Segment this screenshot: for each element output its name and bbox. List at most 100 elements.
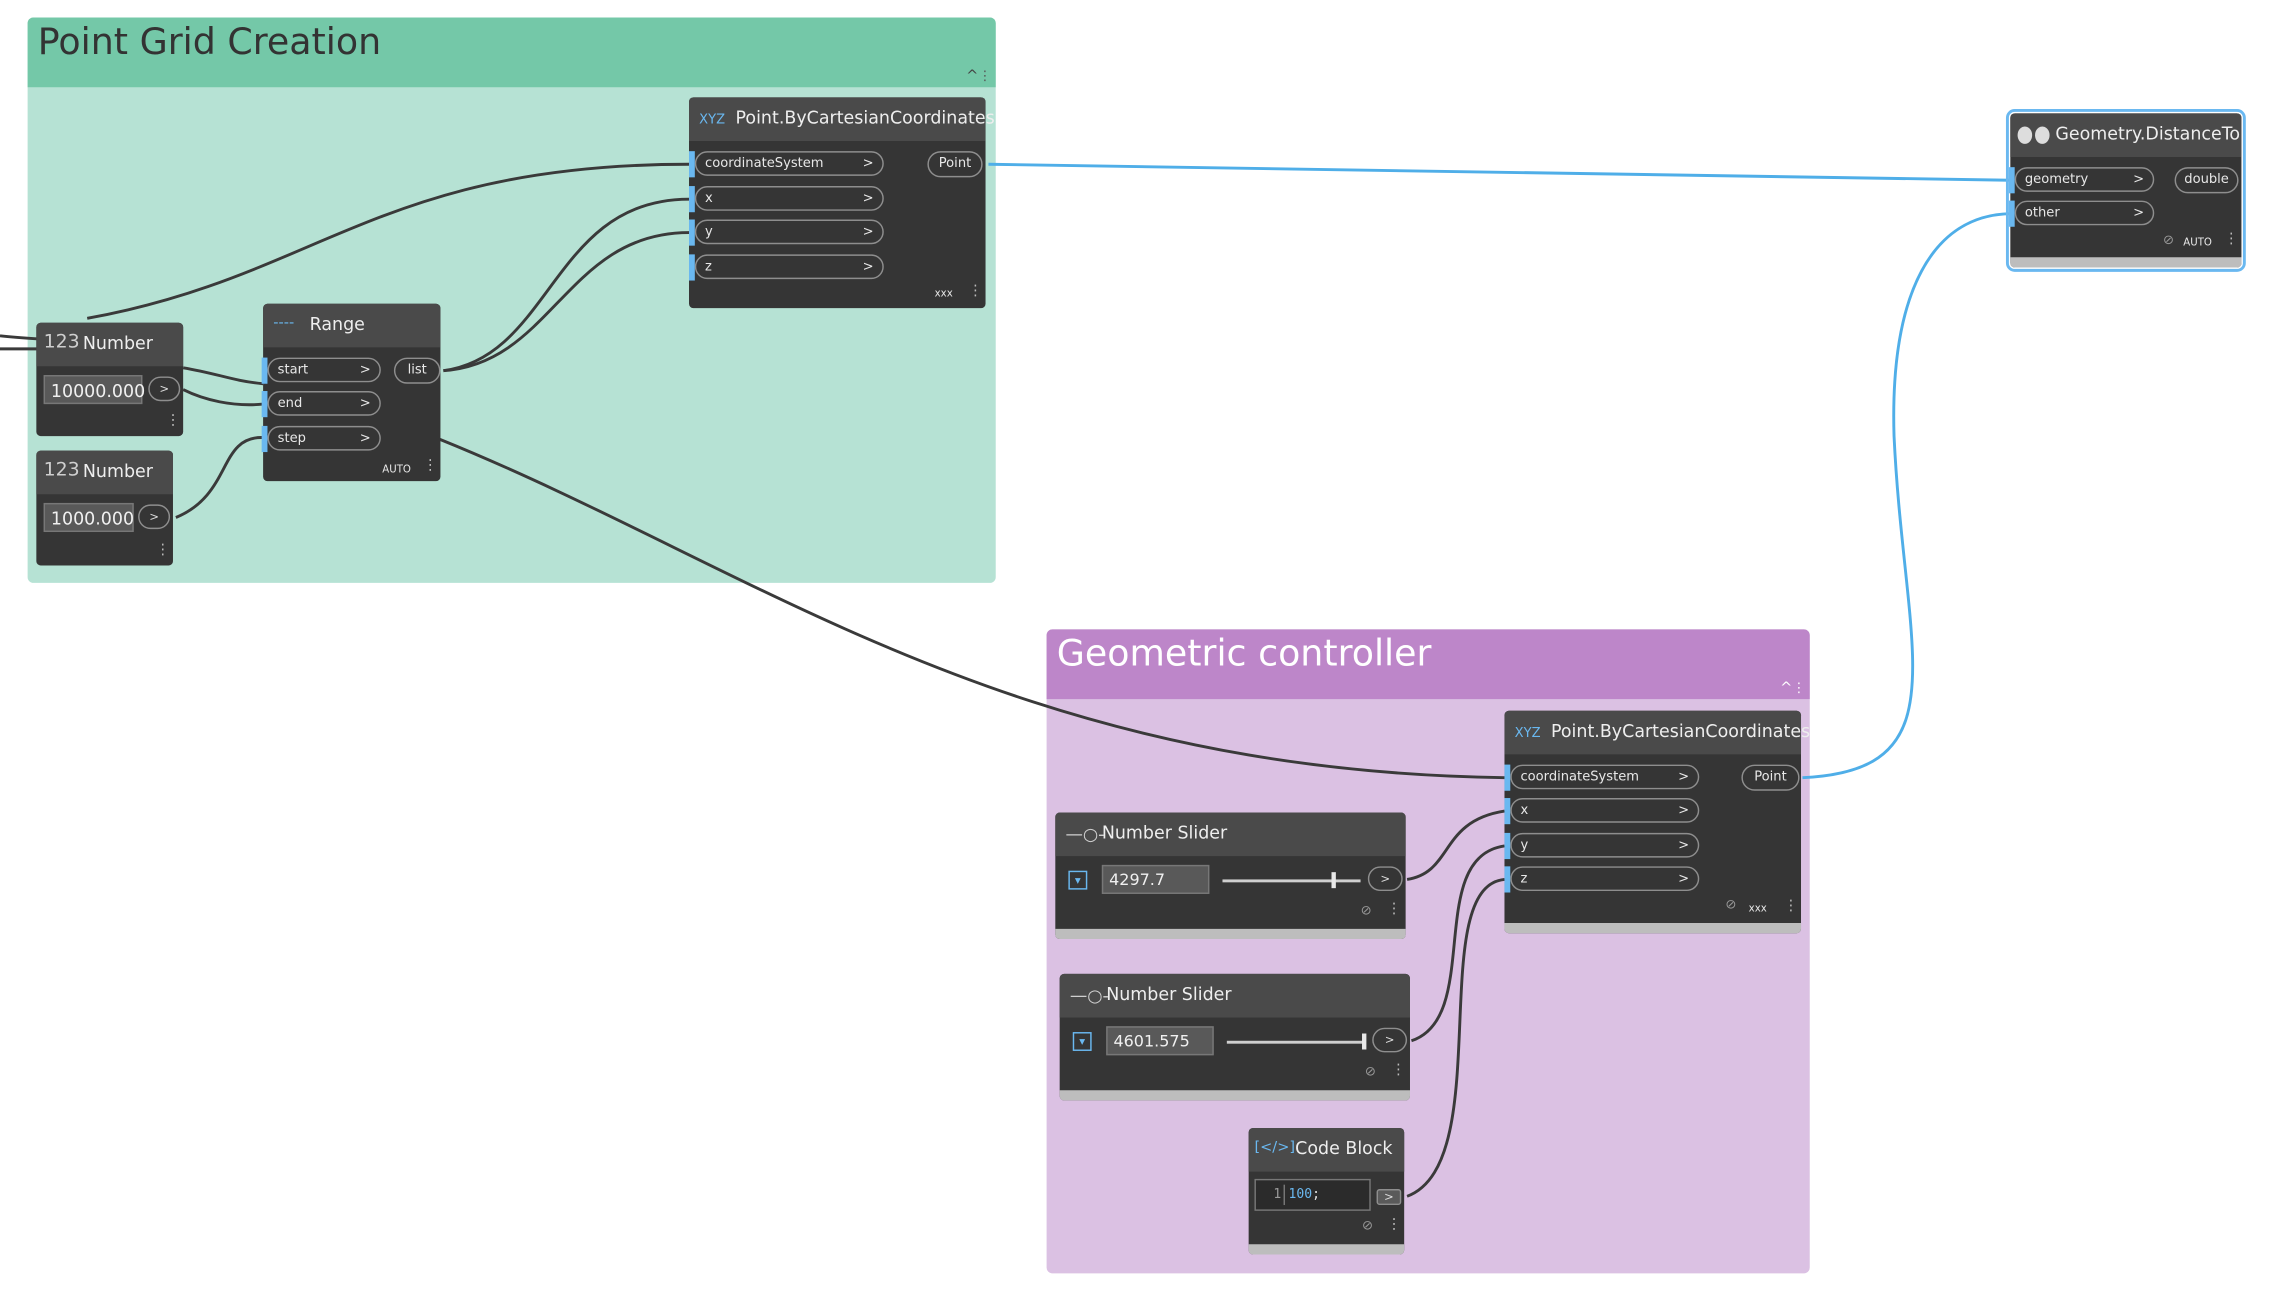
wire-range-to-x[interactable] [443,197,690,373]
node-header[interactable] [689,97,986,141]
node-number-slider-1[interactable]: —○- Number Slider ▾ 4297.7 > ⊘ ⋮ [1055,812,1406,940]
input-port-end[interactable]: end> [261,391,381,418]
preview-hidden-icon[interactable]: ⊘ [1362,1219,1373,1235]
output-port[interactable]: > [1367,866,1403,892]
wire-slider-to-y[interactable] [1410,844,1505,1043]
input-port-step[interactable]: step> [261,425,381,453]
range-icon: ---- [273,315,295,332]
input-port-z[interactable]: z> [689,254,884,281]
node-menu-icon[interactable]: ⋮ [1386,1216,1402,1233]
input-port-y[interactable]: y> [689,219,884,246]
input-port-x[interactable]: x> [689,186,884,213]
node-footer [1055,928,1406,940]
node-menu-icon[interactable]: ⋮ [968,283,983,300]
number-value-input[interactable]: 1000.000 [43,502,134,533]
node-footer [1059,1090,1410,1101]
number-value-input[interactable]: 10000.000 [43,375,145,405]
collapse-caret-icon[interactable]: ^ [1780,680,1793,697]
node-title: Number [82,332,153,354]
group-title: Point Grid Creation [37,20,382,63]
wire-range-to-controller-coordinate-system[interactable] [438,437,1505,780]
slider-value-input[interactable]: 4601.575 [1106,1026,1214,1056]
node-geometry-distance-to[interactable]: Geometry.DistanceTo geometry> other> dou… [2005,109,2246,272]
lacing-label[interactable]: xxx [1748,902,1767,915]
expand-chevron-icon[interactable]: ▾ [1072,1032,1092,1051]
output-port-point[interactable]: Point [1741,764,1800,791]
wire-point-to-other[interactable] [1802,212,2011,780]
wire-range-to-y[interactable] [443,231,690,373]
output-port-point[interactable]: Point [927,151,983,178]
group-header[interactable] [27,17,996,88]
node-menu-icon[interactable]: ⋮ [422,457,438,474]
lacing-label[interactable]: xxx [934,287,953,300]
node-footer [1504,923,1802,934]
group-menu-icon[interactable]: ⋮ [1792,681,1806,697]
node-header[interactable] [1059,973,1410,1018]
preview-hidden-icon[interactable]: ⊘ [1725,898,1737,913]
code-block-icon: [</>] [1254,1139,1296,1156]
input-port-y[interactable]: y> [1504,832,1700,860]
input-port-geometry[interactable]: geometry> [2008,167,2155,194]
number-icon: 123 [43,459,80,482]
expand-chevron-icon[interactable]: ▾ [1068,870,1088,890]
input-port-start[interactable]: start> [261,357,381,384]
output-port-double[interactable]: double [2174,167,2239,194]
slider-track[interactable] [1226,1040,1365,1044]
slider-track[interactable] [1222,879,1361,883]
wire-number-to-point-coordinate-system[interactable] [86,162,690,320]
input-port-coordinate-system[interactable]: coordinateSystem> [1504,764,1700,791]
slider-thumb[interactable] [1331,872,1336,889]
node-menu-icon[interactable]: ⋮ [2224,231,2239,248]
node-header[interactable] [36,322,184,367]
output-port[interactable]: > [1372,1027,1408,1053]
wire-point-to-geometry[interactable] [988,162,2011,182]
group-header[interactable] [1046,629,1810,700]
input-port-z[interactable]: z> [1504,866,1700,893]
slider-thumb[interactable] [1362,1033,1367,1050]
input-port-x[interactable]: x> [1504,798,1700,825]
lacing-label[interactable]: AUTO [382,463,411,476]
node-header[interactable] [36,450,173,495]
number-icon: 123 [43,331,80,354]
node-menu-icon[interactable]: ⋮ [165,412,181,429]
output-port[interactable]: > [148,376,181,402]
node-number-1[interactable]: 123 Number 10000.000 > ⋮ [36,322,184,437]
input-port-other[interactable]: other> [2008,200,2155,227]
wire-codeblock-to-z[interactable] [1406,877,1505,1198]
output-port[interactable]: > [138,504,171,530]
lacing-label[interactable]: AUTO [2183,236,2212,249]
wire-number-to-range-end[interactable] [182,388,264,407]
node-menu-icon[interactable]: ⋮ [1391,1062,1406,1079]
slider-value-input[interactable]: 4297.7 [1101,864,1210,894]
node-range[interactable]: ---- Range start> end> step> list AUTO ⋮ [261,303,441,482]
input-port-coordinate-system[interactable]: coordinateSystem> [689,151,884,178]
wire-slider-to-x[interactable] [1406,809,1505,881]
line-number: 1 [1273,1187,1282,1203]
preview-hidden-icon[interactable]: ⊘ [1360,904,1372,919]
output-port-list[interactable]: list [393,357,441,384]
node-number-2[interactable]: 123 Number 1000.000 > ⋮ [36,450,173,566]
node-point-by-cartesian-top[interactable]: XYZ Point.ByCartesianCoordinates coordin… [689,97,995,309]
node-menu-icon[interactable]: ⋮ [1386,901,1402,918]
node-menu-icon[interactable]: ⋮ [1783,898,1799,915]
slider-icon: —○- [1069,985,1109,1006]
output-port[interactable]: > [1376,1189,1402,1206]
wire-number-to-range-step[interactable] [175,436,264,519]
preview-hidden-icon[interactable]: ⊘ [1364,1065,1376,1081]
node-header[interactable] [1504,710,1802,755]
node-point-by-cartesian-bottom[interactable]: XYZ Point.ByCartesianCoordinates coordin… [1504,710,1810,934]
node-header[interactable] [1248,1127,1405,1172]
node-menu-icon[interactable]: ⋮ [155,542,171,559]
wire-number-to-range-start[interactable] [182,366,264,386]
node-header[interactable] [1055,812,1406,857]
node-header[interactable] [263,303,441,348]
preview-hidden-icon[interactable]: ⊘ [2162,234,2174,249]
node-title: Range [309,313,365,335]
collapse-caret-icon[interactable]: ^ [966,68,979,85]
group-menu-icon[interactable]: ⋮ [978,69,992,85]
node-number-slider-2[interactable]: —○- Number Slider ▾ 4601.575 > ⊘ ⋮ [1059,973,1410,1101]
